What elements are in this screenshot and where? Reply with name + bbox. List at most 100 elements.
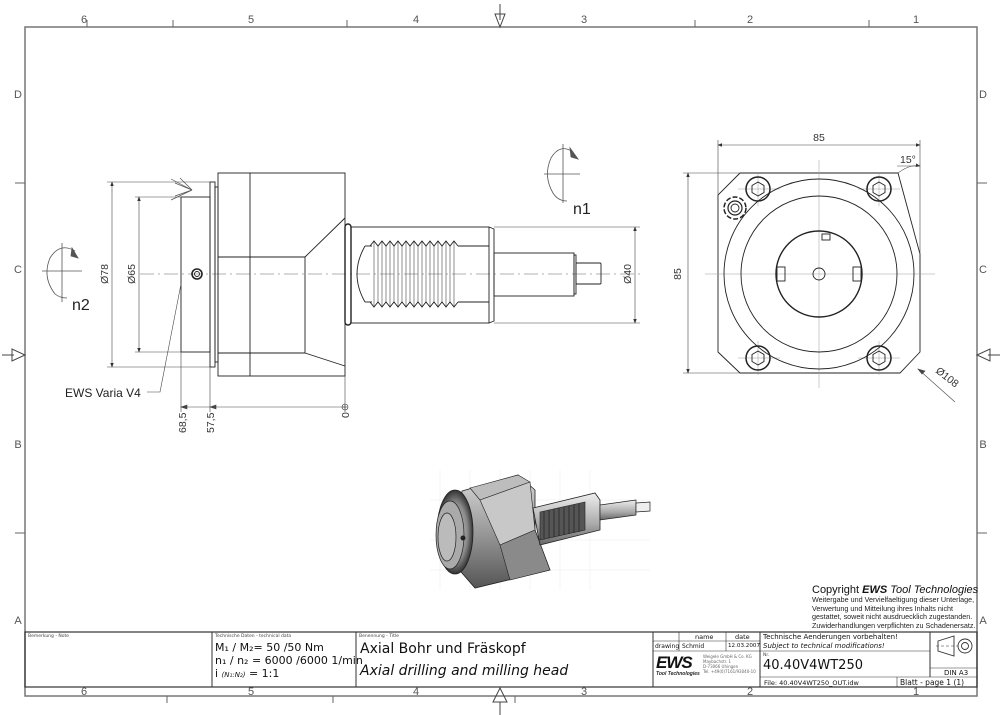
zone-row-b-right: B — [979, 439, 986, 451]
copyright-line: Weitergabe und Vervielfaeltigung dieser … — [812, 595, 975, 604]
copyright-suffix: Tool Technologies — [887, 584, 979, 596]
dim-chamfer-angle: 15° — [900, 154, 916, 166]
dim-front-height: 85 — [672, 268, 684, 280]
zone-row-c: C — [14, 264, 22, 276]
zone-col-2: 2 — [747, 14, 753, 26]
copyright-heading: Copyright EWS Tool Technologies — [812, 584, 978, 596]
rotation-label-n1: n1 — [573, 201, 591, 218]
coupling-disc — [180, 196, 211, 353]
notice-english: Subject to technical modifications! — [763, 642, 885, 650]
dim-inner-diameter: Ø65 — [126, 264, 138, 284]
bore — [775, 230, 863, 318]
zone-row-a-right: A — [979, 615, 987, 627]
title-block-frame — [24, 631, 978, 688]
sheet-border — [2, 4, 1000, 715]
rotation-label-n2: n2 — [72, 297, 90, 314]
rotation-symbol-n2 — [42, 243, 82, 302]
zone-row-c-right: C — [979, 264, 987, 276]
nr-label: Nr. — [763, 653, 770, 658]
output-shaft — [493, 252, 575, 297]
flange-ring — [344, 223, 352, 326]
dim-pos-68-5: 68,5 — [177, 412, 189, 433]
copyright-prefix: Copyright — [812, 584, 863, 596]
front-view — [705, 160, 935, 388]
tech-torque: M₁ / M₂= 50 /50 Nm — [215, 641, 324, 654]
zone-col-2-bottom: 2 — [747, 686, 753, 698]
side-view-dim-texts: Ø78 Ø65 Ø40 68,5 57,5 0 EWS Varia V4 — [65, 264, 634, 433]
zone-col-6: 6 — [81, 14, 87, 26]
title-german: Axial Bohr und Fräskopf — [360, 641, 526, 657]
lube-nipple — [723, 196, 747, 220]
page-number: Blatt - page 1 (1) — [900, 678, 965, 687]
dim-front-width: 85 — [813, 132, 825, 144]
note-label: Bemerkung - Note — [28, 634, 70, 639]
zone-row-d: D — [14, 89, 22, 101]
tech-ratio: i (N₁:N₂) = 1:1 — [215, 667, 279, 680]
dim-shaft-diameter: Ø40 — [622, 264, 634, 284]
projection-symbol-icon — [936, 635, 973, 657]
tech-speed: n₁ / n₂ = 6000 /6000 1/min — [215, 654, 363, 667]
drawn-date: 12.03.2007 — [728, 643, 761, 649]
zone-col-1: 1 — [913, 14, 919, 26]
tech-ratio-sub: (N₁:N₂) — [221, 671, 246, 679]
zone-row-d-right: D — [979, 89, 987, 101]
tech-ratio-prefix: i — [215, 667, 219, 680]
tech-ratio-value: = 1:1 — [248, 667, 280, 680]
housing-body — [217, 172, 346, 377]
rotation-symbol-n1 — [544, 144, 580, 203]
zone-col-3: 3 — [581, 14, 587, 26]
bolt-top-right — [866, 176, 892, 202]
dim-pos-zero: 0 — [340, 412, 352, 418]
logo-mark: EWS — [656, 653, 693, 672]
zone-col-6-bottom: 6 — [81, 686, 87, 698]
dim-outer-diameter: Ø78 — [99, 264, 111, 284]
title-english: Axial drilling and milling head — [360, 663, 569, 679]
key-left — [776, 266, 786, 282]
side-view — [140, 172, 640, 377]
centering-mark-right — [975, 348, 1000, 362]
outer-ring — [723, 178, 915, 370]
callout-ews-varia: EWS Varia V4 — [65, 386, 141, 400]
dim-pos-57-5: 57,5 — [205, 412, 217, 433]
file-name: File: 40.40V4WT250_OUT.idw — [764, 679, 859, 687]
zone-col-5: 5 — [248, 14, 254, 26]
zone-col-1-bottom: 1 — [913, 686, 919, 698]
company-address: Weigele GmbH & Co. KG Maybachstr. 1 D-73… — [703, 654, 756, 674]
title-label: Benennung - Title — [359, 634, 399, 639]
centering-mark-left — [2, 348, 27, 362]
ews-logo: EWS Tool Technologies — [656, 654, 700, 677]
zone-row-a: A — [14, 615, 22, 627]
threaded-sleeve — [350, 226, 490, 324]
zone-row-b: B — [14, 439, 21, 451]
front-housing-outline — [717, 172, 921, 374]
col-date-header: date — [735, 633, 750, 641]
notice-german: Technische Aenderungen vorbehalten! — [763, 633, 898, 641]
company-line: Maybachstr. 1 — [703, 659, 732, 664]
front-view-dimensions — [683, 140, 956, 403]
bolt-top-left — [745, 176, 771, 202]
copyright-line: Zuwiderhandlungen verpflichten zu Schade… — [812, 620, 976, 630]
company-line: Tel. +49(0)7161/93040-10 — [703, 669, 756, 674]
centering-mark-bottom — [492, 686, 508, 715]
part-number: 40.40V4WT250 — [763, 658, 863, 673]
zone-col-4: 4 — [413, 14, 419, 26]
key-top — [821, 233, 831, 241]
row-drawing: drawing — [655, 643, 680, 650]
zone-labels: 6 5 4 3 2 1 6 5 4 3 2 1 D C B A D C B A — [14, 14, 987, 698]
center-hole — [812, 267, 826, 281]
copyright-brand: EWS — [862, 584, 888, 596]
company-line: D-73066 Uhingen — [703, 664, 739, 669]
side-view-dimensions — [107, 181, 640, 412]
zone-col-4-bottom: 4 — [413, 686, 419, 698]
copyright-line: gestattet, soweit nicht ausdruecklich zu… — [812, 612, 973, 622]
zone-col-3-bottom: 3 — [581, 686, 587, 698]
bolt-bottom-left — [745, 345, 771, 371]
col-name-header: name — [695, 633, 714, 641]
shaft-tip — [575, 262, 602, 285]
copyright-line: Verwertung und Mitteilung ihres Inhalts … — [812, 603, 954, 613]
zone-col-5-bottom: 5 — [248, 686, 254, 698]
grub-screw — [191, 268, 203, 280]
centering-mark-top — [494, 4, 506, 29]
sheet-format: DIN A3 — [944, 669, 969, 677]
